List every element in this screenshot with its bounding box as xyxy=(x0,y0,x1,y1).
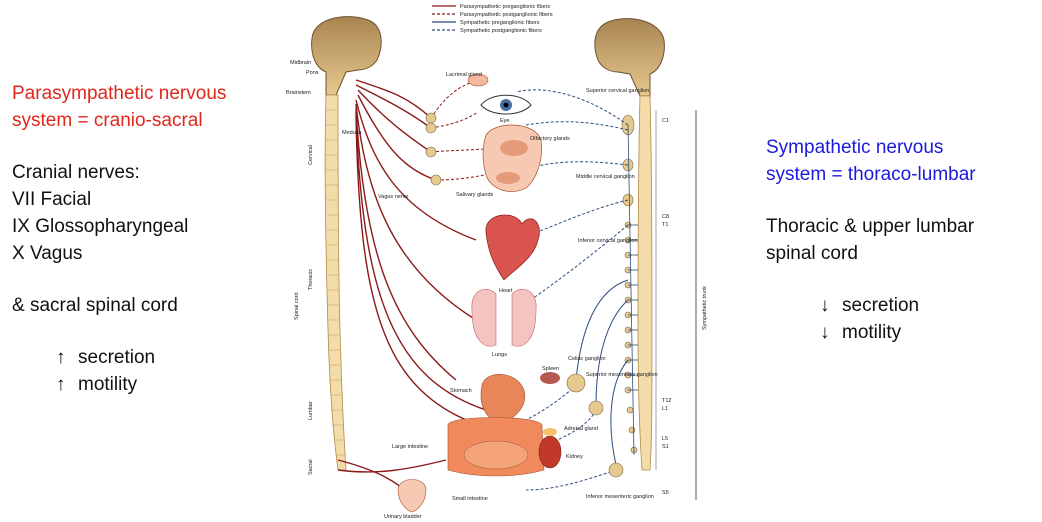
down-arrow-icon: ↓ xyxy=(820,322,830,343)
down-arrow-icon: ↓ xyxy=(820,295,830,316)
symp-effect-secretion: ↓secretion xyxy=(766,292,1042,319)
svg-text:Urinary bladder: Urinary bladder xyxy=(384,514,422,520)
svg-text:Pons: Pons xyxy=(306,70,319,76)
svg-text:L1: L1 xyxy=(662,406,668,412)
legend-symp-post: Sympathetic postganglionic fibers xyxy=(460,28,542,34)
svg-text:T12: T12 xyxy=(662,398,671,404)
para-effect-secretion: ↑secretion xyxy=(12,344,302,371)
parasympathetic-ganglia xyxy=(425,112,442,186)
autonomic-nervous-system-diagram: Parasympathetic preganglionic fibers Par… xyxy=(286,4,708,520)
svg-text:Inferior mesenteric ganglion: Inferior mesenteric ganglion xyxy=(586,494,654,500)
legend-para-pre: Parasympathetic preganglionic fibers xyxy=(460,4,550,10)
sympathetic-heading-line1: Sympathetic nervous xyxy=(766,137,944,158)
face-glands xyxy=(482,124,542,192)
thoracic-desc-line2: spinal cord xyxy=(766,243,858,264)
svg-text:L5: L5 xyxy=(662,436,668,442)
svg-text:C8: C8 xyxy=(662,214,669,220)
svg-text:Superior cervical ganglion: Superior cervical ganglion xyxy=(586,88,649,94)
svg-text:Brainstem: Brainstem xyxy=(286,90,311,96)
sympathetic-postganglionic xyxy=(515,89,629,491)
svg-text:Medulla: Medulla xyxy=(342,130,362,136)
adrenal-gland xyxy=(543,428,557,436)
sympathetic-panel: Sympathetic nervous system = thoraco-lum… xyxy=(766,134,1042,346)
left-vertebrae xyxy=(326,109,346,456)
legend-symp-pre: Sympathetic preganglionic fibers xyxy=(460,20,540,26)
svg-text:S1: S1 xyxy=(662,444,669,450)
collateral-ganglia xyxy=(566,373,624,478)
parasympathetic-heading-line1: Parasympathetic nervous xyxy=(12,83,227,104)
cranial-nerve-glossopharyngeal: IX Glossopharyngeal xyxy=(12,216,189,237)
svg-text:Kidney: Kidney xyxy=(566,454,583,460)
stomach xyxy=(480,374,526,423)
svg-text:Celiac ganglion: Celiac ganglion xyxy=(568,356,606,362)
urinary-bladder xyxy=(397,479,427,513)
svg-text:Sacral: Sacral xyxy=(308,459,314,475)
svg-text:S5: S5 xyxy=(662,490,669,496)
svg-text:Inferior cervical ganglion: Inferior cervical ganglion xyxy=(578,238,638,244)
legend-para-post: Parasympathetic postganglionic fibers xyxy=(460,12,553,18)
svg-text:T1: T1 xyxy=(662,222,668,228)
cranial-nerve-facial: VII Facial xyxy=(12,189,92,210)
svg-text:Spleen: Spleen xyxy=(542,366,559,372)
small-intestine xyxy=(463,440,529,470)
lung-left xyxy=(471,289,497,347)
svg-text:C1: C1 xyxy=(662,118,669,124)
svg-text:Olfactory glands: Olfactory glands xyxy=(530,136,570,142)
legend: Parasympathetic preganglionic fibers Par… xyxy=(432,4,553,34)
svg-text:Cervical: Cervical xyxy=(308,145,314,165)
up-arrow-icon: ↑ xyxy=(56,347,66,368)
right-brain-spinal-cord xyxy=(594,18,697,500)
svg-text:Thoracic: Thoracic xyxy=(308,269,314,290)
sympathetic-preganglionic xyxy=(575,279,629,466)
symp-effect-motility: ↓motility xyxy=(766,319,1042,346)
cranial-nerves-heading: Cranial nerves: xyxy=(12,162,140,183)
up-arrow-icon: ↑ xyxy=(56,374,66,395)
sympathetic-rami xyxy=(627,124,638,456)
svg-text:Middle cervical ganglion: Middle cervical ganglion xyxy=(576,174,635,180)
sacral-spinal-cord: & sacral spinal cord xyxy=(12,295,178,316)
diagram-labels: Midbrain Pons Brainstem Medulla Vagus ne… xyxy=(286,60,708,520)
sympathetic-chain xyxy=(621,114,638,454)
lacrimal-gland xyxy=(467,73,489,87)
svg-text:Vagus nerve: Vagus nerve xyxy=(378,194,408,200)
svg-text:Lumbar: Lumbar xyxy=(308,401,314,420)
svg-text:Adrenal gland: Adrenal gland xyxy=(564,426,598,432)
kidney xyxy=(538,435,562,469)
svg-text:Lacrimal gland: Lacrimal gland xyxy=(446,72,482,78)
svg-text:Spinal cord: Spinal cord xyxy=(294,292,300,320)
para-effect-motility: ↑motility xyxy=(12,371,302,398)
svg-text:Sympathetic trunk: Sympathetic trunk xyxy=(702,286,708,330)
svg-text:Superior mesenteric ganglion: Superior mesenteric ganglion xyxy=(586,372,658,378)
svg-text:Heart: Heart xyxy=(499,288,513,294)
parasympathetic-postganglionic xyxy=(430,81,499,181)
spleen xyxy=(540,372,560,384)
parasympathetic-heading-line2: system = cranio-sacral xyxy=(12,110,203,131)
svg-text:Small intestine: Small intestine xyxy=(452,496,488,502)
left-brain-spinal-cord xyxy=(311,16,382,471)
svg-text:Eye: Eye xyxy=(500,118,509,124)
parasympathetic-panel: Parasympathetic nervous system = cranio-… xyxy=(12,80,302,398)
sympathetic-heading-line2: system = thoraco-lumbar xyxy=(766,164,976,185)
svg-text:Lungs: Lungs xyxy=(492,352,507,358)
thoracic-desc-line1: Thoracic & upper lumbar xyxy=(766,216,975,237)
salivary-gland xyxy=(496,172,520,184)
lung-right xyxy=(511,289,537,347)
olfactory-gland xyxy=(500,140,528,156)
svg-text:Large intestine: Large intestine xyxy=(392,444,428,450)
heart xyxy=(485,214,540,281)
cranial-nerve-vagus: X Vagus xyxy=(12,243,83,264)
svg-text:Midbrain: Midbrain xyxy=(290,60,311,66)
svg-text:Salivary glands: Salivary glands xyxy=(456,192,494,198)
organs xyxy=(397,73,562,513)
svg-text:Stomach: Stomach xyxy=(450,388,472,394)
